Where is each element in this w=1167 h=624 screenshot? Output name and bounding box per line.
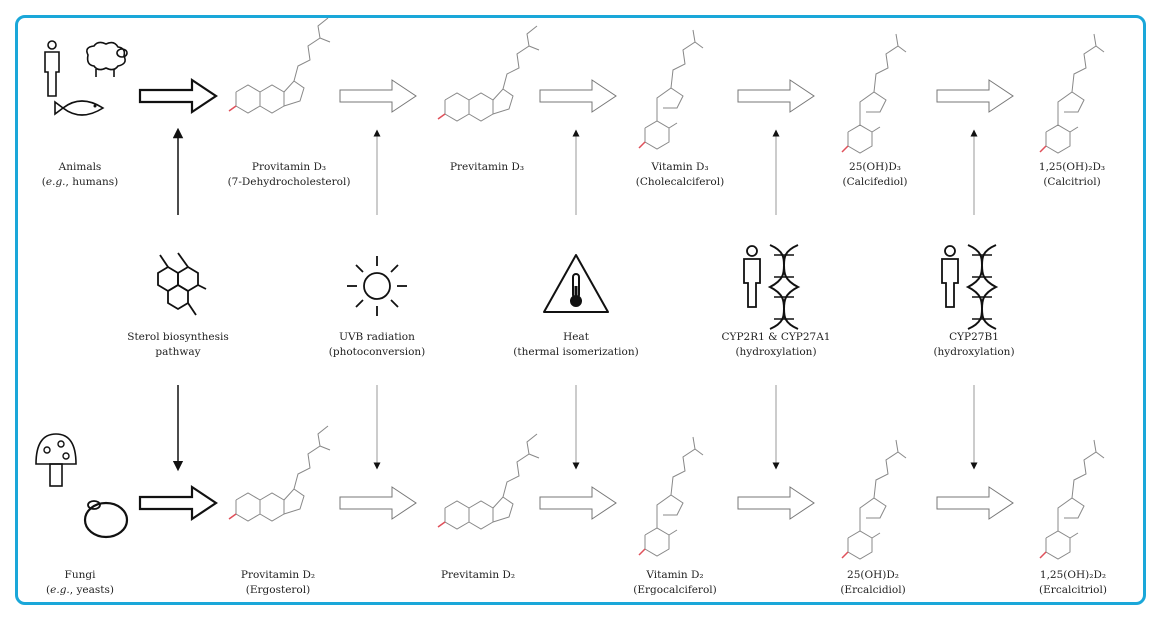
light-arrow-bottom-3: [737, 486, 815, 520]
molecule-vitamin-d3: [638, 29, 704, 150]
fish-icon: [54, 100, 105, 116]
label-vitamin-d3: Vitamin D₃(Cholecalciferol): [635, 161, 725, 188]
light-arrow-top-2: [539, 79, 617, 113]
label-1-25oh2d3: 1,25(OH)₂D₃(Calcitriol): [1038, 161, 1106, 188]
light-arrow-top-1: [339, 79, 417, 113]
label-process-heat: Heat(thermal isomerization): [513, 331, 639, 358]
molecule-provitamin-d3: [228, 17, 331, 114]
bold-arrow-animals: [138, 77, 218, 115]
yeast-cell-icon: [83, 500, 129, 539]
label-25ohd3: 25(OH)D₃(Calcifediol): [842, 161, 908, 188]
label-vitamin-d2: Vitamin D₂(Ergocalciferol): [633, 569, 717, 596]
light-arrow-bottom-2: [539, 486, 617, 520]
sun-icon: [347, 256, 407, 316]
label-animals: Animals (e.g., humans): [0, 160, 165, 190]
human-dna-icon: [743, 244, 799, 330]
label-process-cyp27b1: CYP27B1(hydroxylation): [933, 331, 1015, 358]
human-dna-icon: [941, 244, 997, 330]
label-fungi: Fungi (e.g., yeasts): [0, 568, 165, 598]
molecule-vitamin-d2: [638, 436, 704, 557]
label-provitamin-d3: Provitamin D₃(7-Dehydrocholesterol): [227, 161, 351, 188]
molecule-1-25oh2d3: [1039, 33, 1105, 154]
light-arrow-top-4: [936, 79, 1014, 113]
human-icon: [44, 40, 60, 97]
source-example: (e.g., yeasts): [46, 584, 114, 596]
source-name: Animals: [58, 161, 102, 173]
sheep-icon: [86, 41, 128, 77]
source-example: (e.g., humans): [41, 176, 119, 188]
light-arrow-bottom-1: [339, 486, 417, 520]
bold-arrow-fungi: [138, 484, 218, 522]
light-arrow-top-3: [737, 79, 815, 113]
molecule-25ohd3: [841, 33, 907, 154]
label-process-uvb: UVB radiation(photoconversion): [328, 331, 426, 358]
molecule-1-25oh2d2: [1039, 439, 1105, 560]
light-arrow-bottom-4: [936, 486, 1014, 520]
label-provitamin-d2: Provitamin D₂(Ergosterol): [240, 569, 316, 596]
label-process-cyp2r1: CYP2R1 & CYP27A1(hydroxylation): [721, 331, 831, 358]
molecule-previtamin-d2: [437, 433, 540, 530]
mushroom-icon: [35, 433, 77, 487]
sterol-molecule-icon: [157, 252, 207, 316]
molecule-previtamin-d3: [437, 25, 540, 122]
molecule-provitamin-d2: [228, 425, 331, 522]
label-previtamin-d2: Previtamin D₂: [440, 569, 516, 581]
label-previtamin-d3: Previtamin D₃: [449, 161, 525, 173]
heat-warning-icon: [543, 254, 609, 313]
molecule-25ohd2: [841, 439, 907, 560]
label-1-25oh2d2: 1,25(OH)₂D₂(Ercalcitriol): [1039, 569, 1107, 596]
label-25ohd2: 25(OH)D₂(Ercalcidiol): [840, 569, 906, 596]
source-name: Fungi: [64, 569, 96, 581]
